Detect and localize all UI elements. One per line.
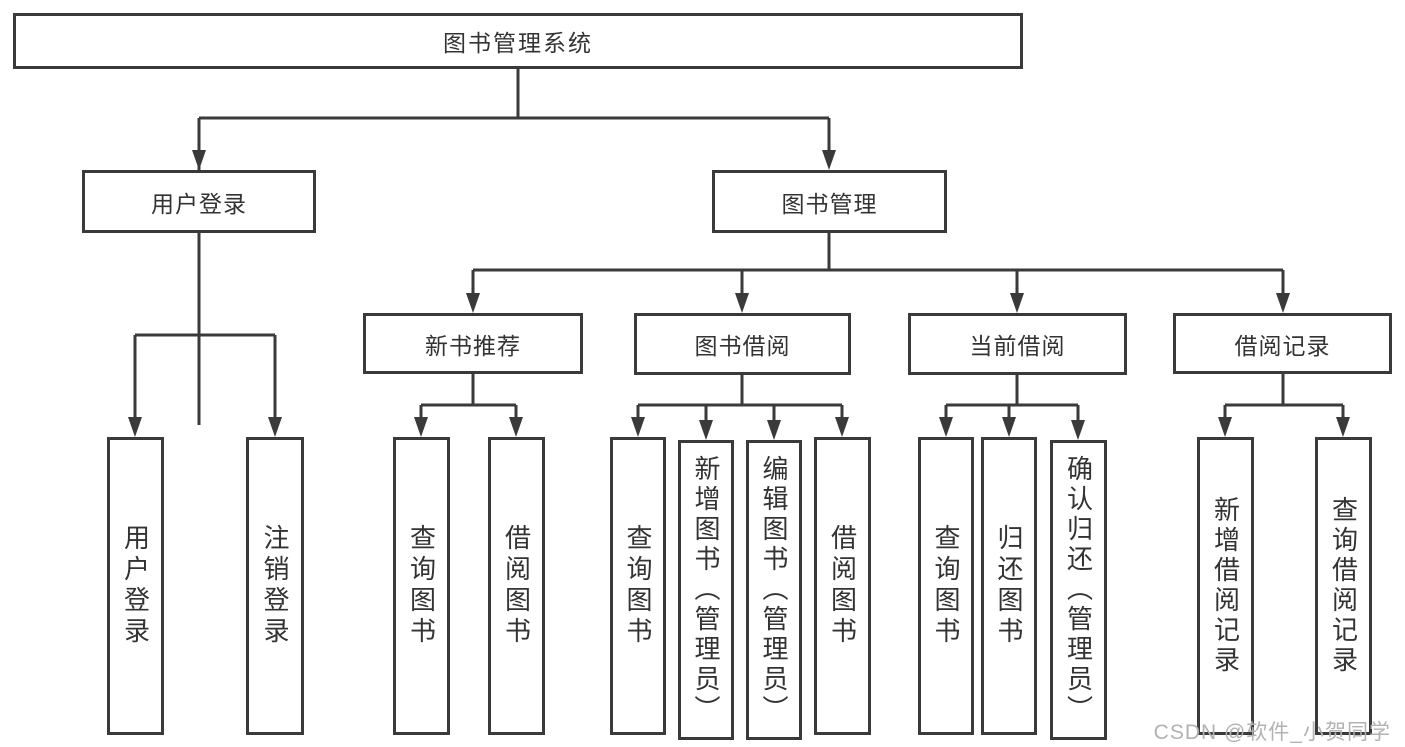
node-label: 编辑图书（管理员） [759, 455, 789, 725]
arrowhead [699, 420, 713, 440]
node-label: 查询借阅记录 [1328, 496, 1359, 676]
arrowhead [1336, 417, 1350, 437]
arrowhead [1002, 417, 1016, 437]
node-new-book-recommend: 新书推荐 [363, 313, 583, 374]
node-label: 查询图书 [931, 524, 961, 648]
node-label: 确认归还（管理员） [1063, 455, 1094, 725]
node-label: 归还图书 [994, 524, 1024, 648]
leaf-query-books-2: 查询图书 [610, 437, 666, 735]
node-label: 新书推荐 [425, 332, 521, 359]
arrowhead [192, 150, 206, 170]
connector-current-borrow-branch [944, 375, 1080, 427]
node-root-system: 图书管理系统 [13, 13, 1023, 69]
arrowhead [466, 293, 480, 313]
leaf-borrow-books-2: 借阅图书 [814, 437, 871, 735]
node-book-management-module: 图书管理 [712, 170, 947, 233]
node-book-borrowing: 图书借阅 [634, 313, 851, 375]
connector-root-to-level2 [197, 69, 831, 425]
leaf-confirm-return-admin: 确认归还（管理员） [1050, 440, 1107, 740]
leaf-edit-book-admin: 编辑图书（管理员） [746, 440, 802, 740]
connector-book-mgmt-to-level3 [471, 233, 1285, 300]
node-label: 新增借阅记录 [1210, 496, 1241, 676]
arrowhead [1010, 293, 1024, 313]
connector-book-borrow-branch [636, 375, 844, 427]
leaf-add-borrow-record: 新增借阅记录 [1197, 437, 1254, 735]
node-label: 注销登录 [260, 524, 290, 648]
node-label: 用户登录 [120, 524, 151, 648]
arrowhead [835, 417, 849, 437]
node-label: 当前借阅 [969, 333, 1066, 359]
arrowhead [509, 417, 523, 437]
arrowhead [1218, 417, 1232, 437]
node-label: 借阅图书 [501, 524, 532, 648]
leaf-query-books-3: 查询图书 [918, 437, 974, 735]
node-borrow-records: 借阅记录 [1173, 313, 1392, 374]
csdn-watermark: CSDN @软件_小贺同学 [1153, 721, 1391, 744]
arrowhead [268, 417, 282, 437]
arrowhead [735, 293, 749, 313]
arrowhead [1276, 293, 1290, 313]
leaf-query-borrow-record: 查询借阅记录 [1315, 437, 1372, 735]
leaf-add-book-admin: 新增图书（管理员） [678, 440, 734, 740]
node-label: 用户登录 [151, 190, 247, 217]
node-label: 借阅图书 [827, 524, 858, 648]
arrowhead [414, 417, 428, 437]
arrowhead [631, 417, 645, 437]
node-user-login-module: 用户登录 [82, 170, 316, 233]
connector-new-book-branch [419, 374, 518, 424]
node-label: 图书管理系统 [443, 30, 593, 56]
arrowhead [822, 150, 836, 170]
arrowhead [939, 417, 953, 437]
arrowhead [1071, 420, 1085, 440]
connector-user-login-branch [133, 233, 277, 425]
leaf-logout: 注销登录 [246, 437, 304, 735]
node-label: 图书管理 [781, 190, 878, 217]
node-label: 查询图书 [623, 524, 653, 648]
arrowheads [128, 150, 1350, 440]
leaf-query-books-1: 查询图书 [393, 437, 450, 735]
leaf-return-books: 归还图书 [981, 437, 1037, 735]
arrowhead [767, 420, 781, 440]
arrowhead [128, 417, 142, 437]
leaf-borrow-books-1: 借阅图书 [488, 437, 545, 735]
node-current-borrowing: 当前借阅 [908, 313, 1127, 375]
connector-borrow-records-branch [1223, 374, 1345, 424]
node-label: 查询图书 [406, 524, 437, 648]
node-label: 新增图书（管理员） [691, 455, 721, 725]
leaf-user-login: 用户登录 [107, 437, 164, 735]
node-label: 图书借阅 [694, 333, 791, 359]
node-label: 借阅记录 [1234, 332, 1331, 359]
